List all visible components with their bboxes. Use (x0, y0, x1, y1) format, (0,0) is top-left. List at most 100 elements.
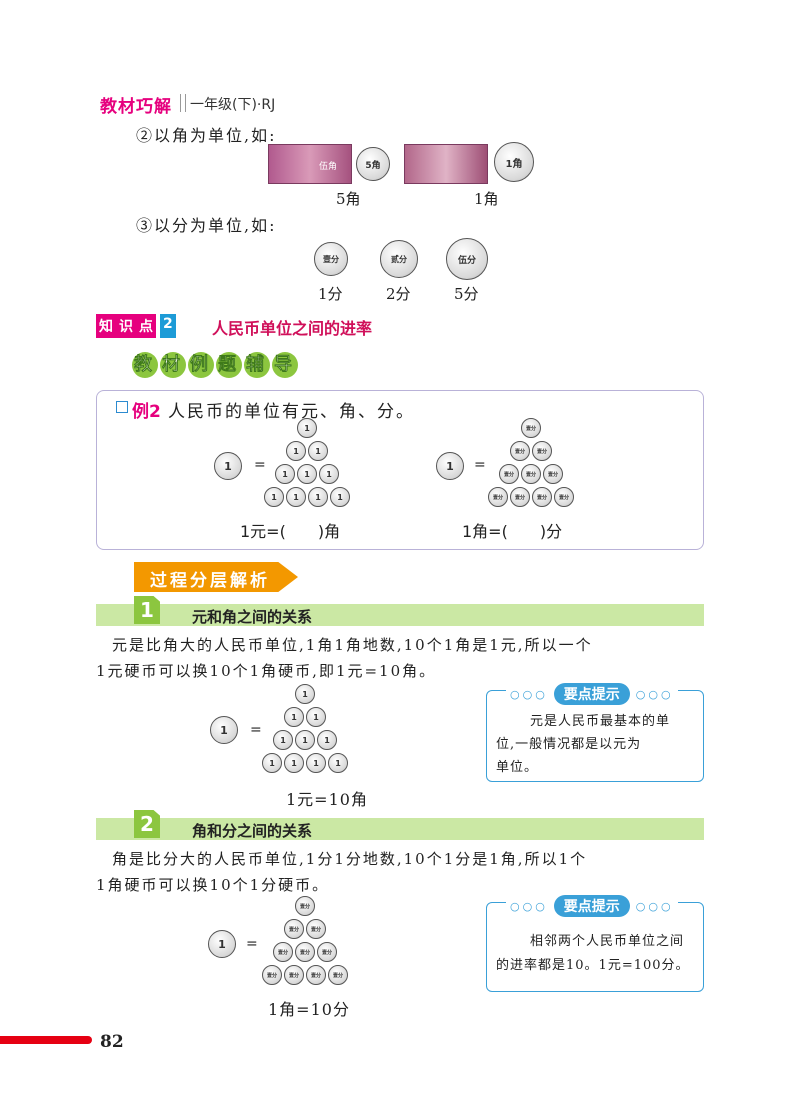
coin-5fen-label: 伍分 (457, 255, 476, 266)
coin-face-label: 1 (220, 723, 228, 737)
section1-bar (96, 604, 704, 626)
pyramid-coin-label: 1 (302, 735, 308, 745)
pyramid-coin-icon: 1 (308, 487, 328, 507)
pyramid-coin-label: 壹分 (525, 471, 536, 478)
pyramid-coin-icon: 1 (317, 730, 337, 750)
pyramid-coin-label: 1 (324, 735, 330, 745)
example-label: 例2 (132, 402, 161, 422)
section2-title: 角和分之间的关系 (192, 822, 313, 840)
pyramid-coin-icon: 壹分 (262, 965, 282, 985)
intro-fen-line: ③以分为单位,如: (136, 216, 277, 235)
pyramid-coin-label: 1 (335, 758, 341, 768)
pyramid-coin-label: 壹分 (503, 471, 514, 478)
section1-title: 元和角之间的关系 (192, 608, 313, 626)
intro-jiao-line: ②以角为单位,如: (136, 126, 277, 145)
knowledge-point-title: 人民币单位之间的进率 (212, 319, 373, 338)
kp-tag-char-1: 知 (96, 314, 116, 338)
pyramid-coin-label: 壹分 (332, 972, 343, 979)
header-brand: 教材巧解 (100, 97, 172, 117)
pyramid-coin-label: 壹分 (514, 494, 525, 501)
pyramid-coin-label: 1 (313, 758, 319, 768)
coin-pyramid-fen: 壹分壹分壹分壹分壹分壹分壹分壹分壹分壹分 (262, 896, 372, 996)
pyramid-coin-label: 壹分 (288, 972, 299, 979)
example-banner-char: 导 (272, 352, 298, 378)
section1-tip-header: ○○○ 要点提示 ○○○ (506, 683, 678, 705)
pyramid-coin-icon: 壹分 (284, 919, 304, 939)
coin-5jiao-icon: 5角 (356, 147, 390, 181)
pyramid-coin-icon: 1 (295, 684, 315, 704)
pyramid-coin-icon: 1 (262, 753, 282, 773)
pyramid-coin-icon: 壹分 (510, 487, 530, 507)
example-box (96, 390, 704, 550)
pyramid-coin-icon: 壹分 (488, 487, 508, 507)
coin-1fen-label: 壹分 (323, 254, 339, 264)
equals-sign: = (250, 722, 262, 738)
example-banner-char: 例 (188, 352, 214, 378)
pyramid-coin-label: 壹分 (536, 448, 547, 455)
pyramid-coin-label: 壹分 (266, 972, 277, 979)
section2-bar (96, 818, 704, 840)
example-banner-char: 材 (160, 352, 186, 378)
equals-sign: = (246, 936, 258, 952)
tip-dots-right-icon: ○○○ (635, 687, 674, 701)
pyramid-coin-label: 1 (315, 492, 321, 502)
example-banner: 教材例题辅导 (132, 352, 300, 378)
pyramid-coin-label: 1 (293, 446, 299, 456)
pyramid-coin-icon: 1 (308, 441, 328, 461)
pyramid-coin-label: 1 (282, 469, 288, 479)
pyramid-coin-icon: 1 (319, 464, 339, 484)
caption-1jiao: 1角 (474, 190, 499, 208)
coin-1fen-icon: 壹分 (314, 242, 348, 276)
example-left-caption: 1元=( )角 (240, 522, 341, 541)
pyramid-coin-icon: 1 (306, 707, 326, 727)
pyramid-coin-label: 1 (302, 689, 308, 699)
equals-sign: = (474, 457, 486, 473)
section2-tip-head: 要点提示 (553, 895, 630, 917)
caption-5fen: 5分 (454, 285, 479, 303)
pyramid-coin-label: 壹分 (558, 494, 569, 501)
process-banner: 过程分层解析 (134, 562, 298, 592)
section1-caption: 1元=10角 (286, 790, 368, 809)
coin-face-label: 1 (446, 459, 454, 473)
pyramid-coin-icon: 1 (286, 441, 306, 461)
section1-tip-head: 要点提示 (553, 683, 630, 705)
pyramid-coin-label: 壹分 (310, 972, 321, 979)
pyramid-coin-icon: 壹分 (521, 464, 541, 484)
pyramid-coin-icon: 1 (297, 464, 317, 484)
coin-jiao-icon: 1 (436, 452, 464, 480)
pyramid-coin-label: 1 (315, 446, 321, 456)
pyramid-coin-label: 1 (304, 423, 310, 433)
pyramid-coin-label: 壹分 (310, 926, 321, 933)
pyramid-coin-icon: 壹分 (532, 441, 552, 461)
pyramid-coin-icon: 1 (306, 753, 326, 773)
pyramid-coin-label: 1 (304, 469, 310, 479)
caption-5jiao: 5角 (336, 190, 361, 208)
pyramid-coin-label: 壹分 (547, 471, 558, 478)
coin-1jiao-icon: 1角 (494, 142, 534, 182)
example-banner-char: 辅 (244, 352, 270, 378)
coin-2fen-label: 贰分 (391, 254, 407, 264)
equals-sign: = (254, 457, 266, 473)
pyramid-coin-icon: 壹分 (295, 942, 315, 962)
pyramid-coin-label: 1 (280, 735, 286, 745)
section1-para-line2: 1元硬币可以换10个1角硬币,即1元=10角。 (96, 662, 437, 680)
pyramid-coin-icon: 1 (284, 707, 304, 727)
pyramid-coin-icon: 壹分 (543, 464, 563, 484)
kp-tag-char-2: 识 (116, 314, 136, 338)
pyramid-coin-icon: 壹分 (317, 942, 337, 962)
pyramid-coin-icon: 壹分 (306, 919, 326, 939)
pyramid-coin-icon: 1 (275, 464, 295, 484)
section2-para-line2: 1角硬币可以换10个1分硬币。 (96, 876, 330, 894)
coin-jiao-icon: 1 (208, 930, 236, 958)
section2-number: 2 (134, 810, 160, 838)
knowledge-point-tag: 知 识 点 2 (96, 314, 176, 338)
tip-dots-left-icon: ○○○ (510, 899, 548, 913)
banknote-1jiao (404, 144, 488, 184)
example-banner-char: 题 (216, 352, 242, 378)
pyramid-coin-label: 壹分 (299, 949, 310, 956)
pyramid-coin-label: 壹分 (288, 926, 299, 933)
pyramid-coin-icon: 1 (284, 753, 304, 773)
example-right-caption: 1角=( )分 (462, 522, 563, 541)
